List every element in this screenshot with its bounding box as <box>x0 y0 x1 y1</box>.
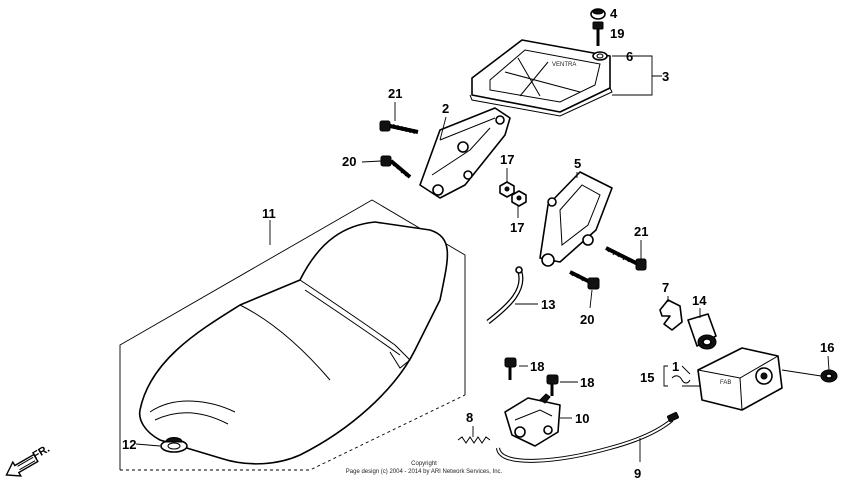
front-label: FR. <box>31 443 52 462</box>
clip-part-7[interactable] <box>659 299 683 331</box>
spring-part-8[interactable] <box>457 436 491 444</box>
spring-part-1[interactable] <box>671 375 691 384</box>
copyright-line-2: Page design (c) 2004 - 2014 by ARI Netwo… <box>346 469 503 475</box>
bolt-part-20-left[interactable] <box>380 155 412 179</box>
bolt-part-18-upper[interactable] <box>504 357 517 380</box>
leader-lines <box>135 30 830 462</box>
callout-10: 10 <box>575 411 589 426</box>
svg-text:VENTRA: VENTRA <box>552 62 576 68</box>
callout-4: 4 <box>610 6 618 21</box>
rack-plate-part-3[interactable]: VENTRA <box>469 39 613 117</box>
seat-lock-part-10[interactable] <box>504 393 561 447</box>
cable-part-9[interactable] <box>496 411 679 463</box>
cable-part-13[interactable] <box>486 266 524 324</box>
callout-21-right: 21 <box>634 224 648 239</box>
callout-20-right: 20 <box>580 312 594 327</box>
copyright-line-1: Copyright <box>411 461 437 467</box>
grommet-part[interactable] <box>160 437 188 453</box>
copyright-notice: Copyright Page design (c) 2004 - 2014 by… <box>346 461 503 475</box>
bracket-part-5[interactable] <box>539 171 613 267</box>
callout-7: 7 <box>662 280 669 295</box>
callout-12: 12 <box>122 437 136 452</box>
callout-11: 11 <box>262 206 276 221</box>
nut-part-6[interactable] <box>592 51 608 61</box>
front-arrow-icon <box>5 453 39 477</box>
callout-labels: 4 19 6 3 21 2 20 17 17 5 11 21 7 13 14 2… <box>122 6 834 481</box>
bolt-part-16[interactable] <box>820 369 838 383</box>
key-cylinder-part-14[interactable] <box>687 313 717 350</box>
callout-14: 14 <box>692 293 707 308</box>
callout-18-upper: 18 <box>530 359 544 374</box>
callout-18-lower: 18 <box>580 375 594 390</box>
bolt-part-20-right[interactable] <box>569 270 600 290</box>
front-direction-indicator: FR. <box>5 443 52 477</box>
bolt-part-18-lower[interactable] <box>546 374 559 396</box>
cap-nut-part-4[interactable] <box>590 8 606 20</box>
callout-21-left: 21 <box>388 86 402 101</box>
callout-6: 6 <box>626 49 633 64</box>
callout-15: 15 <box>640 370 654 385</box>
callout-1: 1 <box>672 359 679 374</box>
callout-3: 3 <box>662 69 669 84</box>
screw-part-19[interactable] <box>592 21 604 46</box>
callout-20-left: 20 <box>342 154 356 169</box>
callout-8: 8 <box>466 410 473 425</box>
seat-part[interactable] <box>138 221 449 465</box>
seat-boundary <box>119 199 466 471</box>
nut-part-17-lower[interactable] <box>511 190 527 207</box>
callout-9: 9 <box>634 466 641 481</box>
callout-16: 16 <box>820 340 834 355</box>
callout-17-upper: 17 <box>500 152 514 167</box>
callout-5: 5 <box>574 156 581 171</box>
svg-text:FAB: FAB <box>720 380 731 386</box>
callout-19: 19 <box>610 26 624 41</box>
callout-17-lower: 17 <box>510 220 524 235</box>
bracket-part-2[interactable] <box>419 107 511 199</box>
bolt-part-21-left[interactable] <box>379 120 419 134</box>
bolt-part-21-right[interactable] <box>605 246 647 271</box>
callout-13: 13 <box>541 297 555 312</box>
lock-assembly-part-15[interactable]: FAB <box>697 347 783 411</box>
callout-2: 2 <box>442 101 449 116</box>
